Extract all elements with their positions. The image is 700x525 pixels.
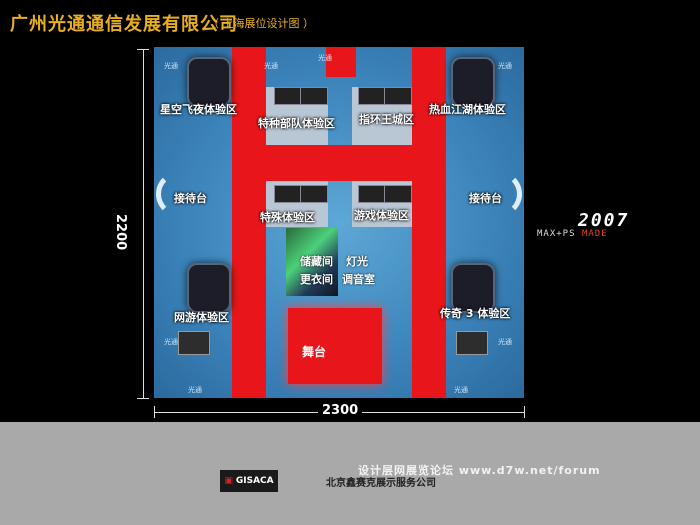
zone-label-right-desk: 接待台 — [469, 192, 502, 205]
booth-floor-plan: 星空飞夜体验区 特种部队体验区 指环王城区 热血江湖体验区 接待台 接待台 特殊… — [154, 47, 524, 398]
pod-bottom-left — [187, 263, 231, 313]
logo-mark: 光通 — [498, 62, 512, 70]
storage-label: 储藏间 — [300, 255, 333, 268]
tool-name: MAX+PS — [537, 229, 582, 239]
logo-mark: 光通 — [164, 62, 178, 70]
logo-mark: 光通 — [264, 62, 278, 70]
carpet-left — [232, 47, 266, 398]
made-word: MADE — [581, 229, 608, 239]
booth-station — [358, 185, 386, 203]
changing-room-label: 更衣间 — [300, 273, 333, 286]
logo-text: GISACA — [235, 476, 274, 486]
dimension-tick — [137, 398, 149, 399]
zone-label-mid-left: 特殊体验区 — [260, 211, 315, 224]
dimension-tick — [524, 406, 525, 418]
zone-label-left-desk: 接待台 — [174, 192, 207, 205]
zone-label-mid-right: 游戏体验区 — [354, 209, 409, 222]
zone-label-top-left: 星空飞夜体验区 — [160, 103, 237, 116]
dimension-tick — [154, 406, 155, 418]
display-station — [456, 331, 488, 355]
footer-logo: ▣GISACA — [220, 470, 278, 492]
footer-band — [0, 422, 700, 525]
logo-mark: 光通 — [188, 386, 202, 394]
zone-label-top-center-left: 特种部队体验区 — [258, 117, 335, 130]
company-name: 北京鑫赛克展示服务公司 — [326, 478, 436, 489]
carpet-top — [326, 47, 356, 77]
lighting-label: 灯光 — [346, 255, 368, 268]
carpet-crossbar — [232, 145, 446, 181]
storage-room-block — [286, 228, 338, 296]
logo-icon: ▣ — [224, 476, 233, 486]
pod-top-left — [187, 57, 231, 107]
logo-mark: 光通 — [318, 54, 332, 62]
zone-label-top-center-right: 指环王城区 — [359, 113, 414, 126]
year-mark: 2007 — [578, 210, 630, 231]
booth-station — [300, 185, 328, 203]
page-title: 广州光通通信发展有限公司 — [10, 14, 238, 35]
reception-arc-left — [156, 171, 202, 217]
booth-station — [274, 87, 302, 105]
zone-label-top-right: 热血江湖体验区 — [429, 103, 506, 116]
forum-link[interactable]: 设计层网展览论坛 www.d7w.net/forum — [358, 464, 601, 477]
reception-arc-right — [476, 171, 522, 217]
booth-station — [384, 185, 412, 203]
pod-bottom-right — [451, 263, 495, 313]
pod-top-right — [451, 57, 495, 107]
stage-label: 舞台 — [302, 345, 327, 359]
logo-mark: 光通 — [498, 338, 512, 346]
booth-station — [300, 87, 328, 105]
carpet-right — [412, 47, 446, 398]
logo-mark: 光通 — [164, 338, 178, 346]
logo-mark: 光通 — [454, 386, 468, 394]
display-station — [178, 331, 210, 355]
zone-label-bottom-right: 传奇 3 体验区 — [440, 307, 511, 320]
dimension-tick — [137, 49, 149, 50]
stage — [288, 308, 382, 384]
booth-station — [274, 185, 302, 203]
made-with-mark: MAX+PS MADE — [537, 229, 608, 239]
height-dimension-line — [143, 49, 144, 398]
booth-station — [358, 87, 386, 105]
zone-label-bottom-left: 网游体验区 — [174, 311, 229, 324]
control-room-label: 调音室 — [342, 273, 375, 286]
page-subtitle: （ 上海展位设计图 ） — [208, 17, 314, 30]
booth-station — [384, 87, 412, 105]
width-label: 2300 — [318, 403, 363, 418]
height-label: 2200 — [113, 214, 128, 251]
